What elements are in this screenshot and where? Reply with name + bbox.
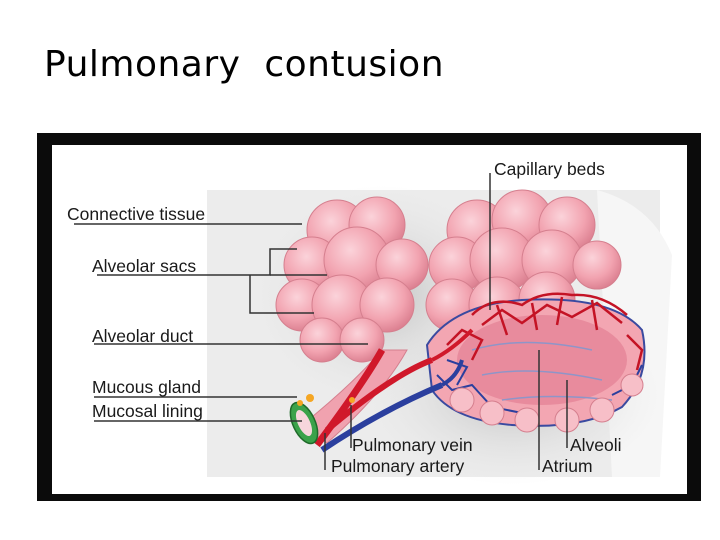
label-mucous-gland: Mucous gland bbox=[92, 377, 201, 397]
alveoli-section bbox=[425, 292, 646, 433]
pulmonary-vessels bbox=[314, 328, 474, 453]
lung-illustration bbox=[74, 173, 672, 485]
label-alveolar-duct: Alveolar duct bbox=[92, 326, 194, 346]
diagram-canvas: Capillary beds Connective tissue Alveola… bbox=[52, 145, 687, 494]
label-capillary-beds: Capillary beds bbox=[494, 159, 605, 179]
capillary-network bbox=[446, 292, 644, 371]
label-mucosal-lining: Mucosal lining bbox=[92, 401, 203, 421]
alveolar-sac-cluster-left bbox=[275, 196, 429, 363]
image-frame: Capillary beds Connective tissue Alveola… bbox=[37, 133, 701, 501]
label-atrium: Atrium bbox=[542, 456, 593, 476]
label-alveoli: Alveoli bbox=[570, 435, 622, 455]
leader-lines bbox=[74, 173, 568, 470]
label-alveolar-sacs: Alveolar sacs bbox=[92, 256, 197, 276]
airway-cut-end bbox=[289, 394, 355, 445]
slide-title: Pulmonary contusion bbox=[44, 44, 445, 85]
label-pulmonary-artery: Pulmonary artery bbox=[331, 456, 465, 476]
label-connective-tissue: Connective tissue bbox=[67, 204, 206, 224]
label-pulmonary-vein: Pulmonary vein bbox=[352, 435, 473, 455]
